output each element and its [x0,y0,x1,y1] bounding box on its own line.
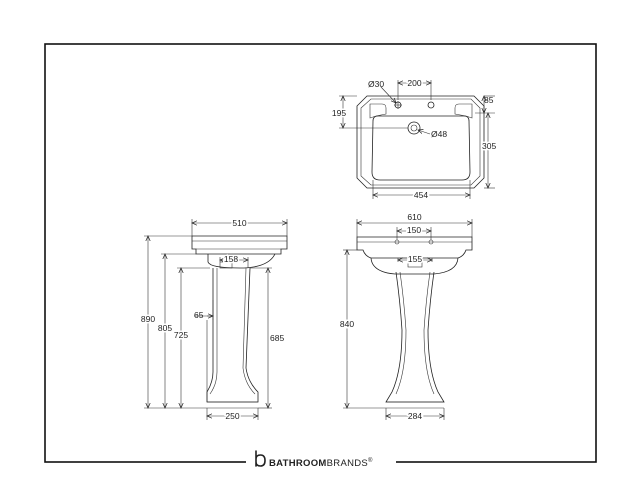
front-view: 610 150 155 840 284 [338,211,472,423]
side-view-basin [191,235,288,255]
dim-overall-height: 890 [141,314,155,324]
dim-tap-spacing: 200 [407,78,421,88]
dim-width: 610 [407,212,421,222]
dim-basin-depth: 305 [482,141,496,151]
svg-text:BATHROOMBRANDS®: BATHROOMBRANDS® [269,457,373,469]
drawing-frame [44,43,597,463]
brand-b-icon [255,450,266,467]
dim-pedestal-foot-offset: 65 [194,310,204,320]
tap-hole-right [427,101,435,109]
dim-bowl-bottom-height: 725 [174,330,188,340]
top-view-bowl [371,115,471,181]
brand-registered-mark: ® [368,457,373,464]
dim-tap-span: 150 [407,225,421,235]
dim-front-height: 840 [340,319,354,329]
brand-backdrop [246,455,396,469]
front-view-pedestal [385,271,445,403]
dim-pedestal-height: 685 [270,333,284,343]
dim-front-to-waste: 195 [332,108,346,118]
side-view: 510 890 805 725 158 65 685 250 [139,217,288,423]
dim-tap-hole-diameter: Ø30 [368,79,384,89]
dim-depth: 510 [232,218,246,228]
brand-name-light: BRANDS [327,458,368,469]
dim-back-depth: 85 [484,95,494,105]
dim-front-foot-width: 284 [408,411,422,421]
dim-side-foot-width: 250 [225,411,239,421]
top-view: 200 Ø30 Ø48 195 85 305 454 [330,77,498,202]
dim-basin-width: 454 [414,190,428,200]
dim-rim-height: 805 [158,323,172,333]
waste-outlet [407,121,421,135]
brand-logo: BATHROOMBRANDS® [255,450,373,469]
dim-waste-span: 155 [408,254,422,264]
brand-name-bold: BATHROOM [269,458,327,469]
dim-waste-diameter: Ø48 [431,129,447,139]
top-view-outline [356,95,485,189]
side-view-pedestal [206,267,259,403]
dim-waste-offset: 158 [224,254,238,264]
